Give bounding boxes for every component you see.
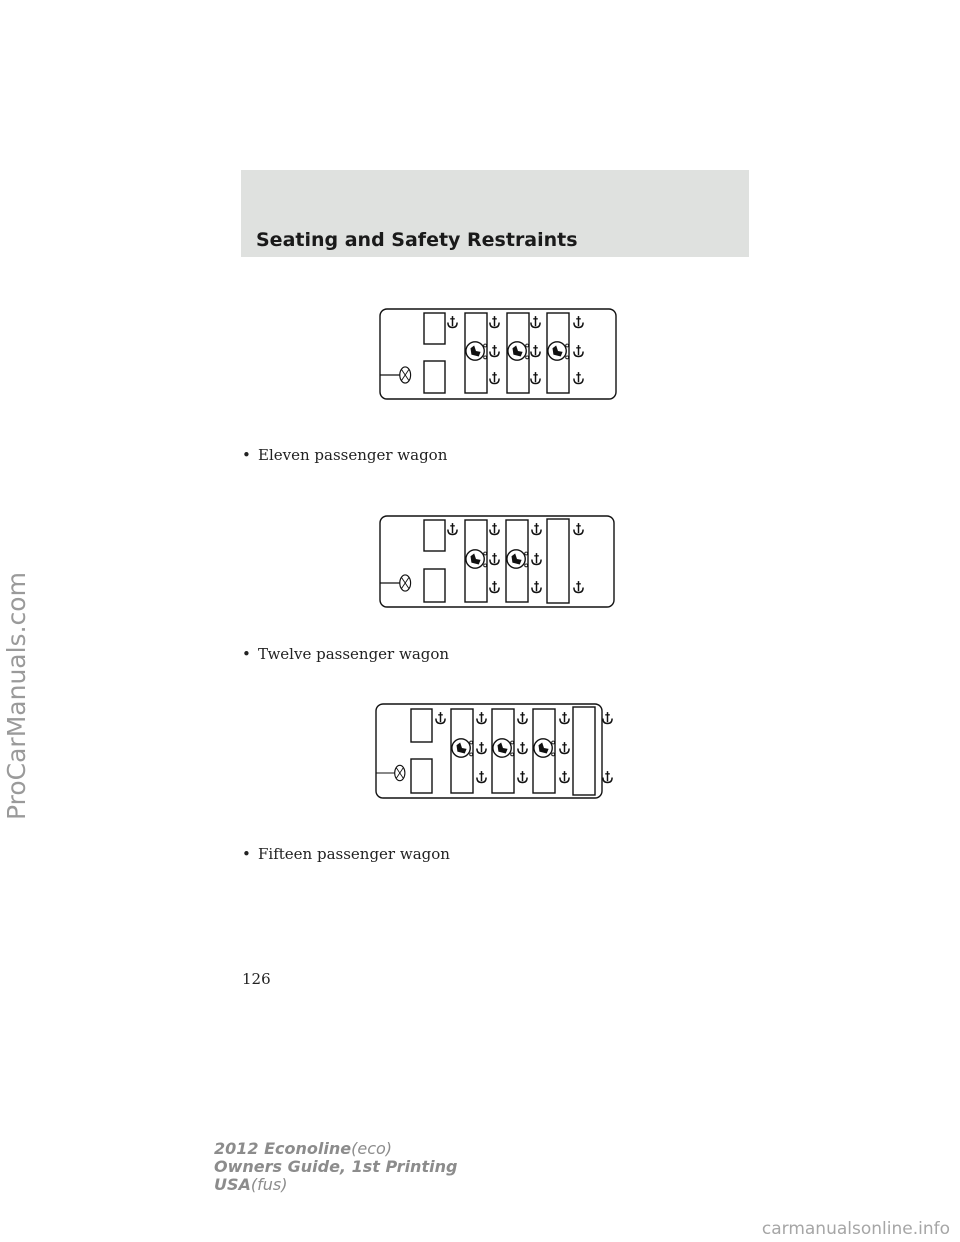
seating-diagram-3 — [375, 703, 613, 799]
seating-diagram-2 — [379, 515, 615, 608]
child-seat-icon — [465, 549, 487, 569]
watermark-bottom: carmanualsonline.info — [761, 1219, 950, 1239]
child-seat-icon — [506, 549, 528, 569]
child-seat-icon — [492, 738, 514, 758]
caption-eleven-passenger: •Eleven passenger wagon — [242, 446, 448, 464]
footer: 2012 Econoline(eco) Owners Guide, 1st Pr… — [214, 1139, 458, 1194]
section-title: Seating and Safety Restraints — [256, 229, 578, 251]
child-seat-icon — [451, 738, 473, 758]
anchor-icon — [602, 771, 613, 784]
watermark-side: ProCarManuals.com — [2, 572, 31, 820]
anchor-icon — [602, 712, 613, 725]
page-number: 126 — [242, 970, 271, 988]
caption-twelve-passenger: •Twelve passenger wagon — [242, 645, 450, 663]
header-band — [241, 170, 749, 257]
child-seat-icon — [547, 341, 569, 361]
child-seat-icon — [533, 738, 555, 758]
seating-diagram-1 — [379, 308, 617, 400]
caption-fifteen-passenger: •Fifteen passenger wagon — [242, 845, 450, 863]
child-seat-icon — [507, 341, 529, 361]
child-seat-icon — [465, 341, 487, 361]
